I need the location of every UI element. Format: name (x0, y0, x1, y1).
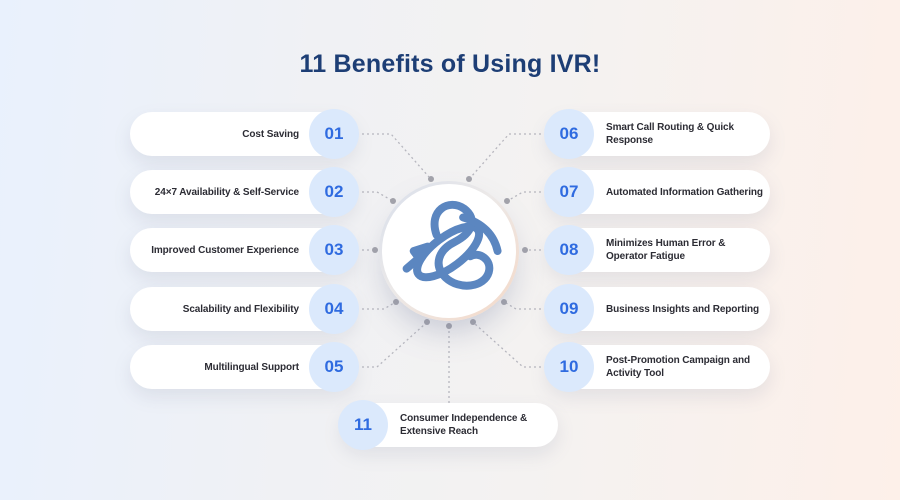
benefit-label: Automated Information Gathering (606, 186, 763, 198)
benefit-number: 09 (544, 284, 594, 334)
benefit-number: 08 (544, 225, 594, 275)
central-hub (379, 181, 519, 321)
ivr-knot-logo-icon (402, 200, 502, 290)
benefit-pill-06: 06 Smart Call Routing & Quick Response (544, 109, 770, 159)
benefit-pill-07: 07 Automated Information Gathering (544, 167, 770, 217)
benefit-label: Consumer Independence & Extensive Reach (400, 413, 528, 437)
benefit-number: 11 (338, 400, 388, 450)
central-hub-inner (382, 184, 516, 318)
benefit-pill-02: 24×7 Availability & Self-Service 02 (130, 167, 359, 217)
benefit-pill-09: 09 Business Insights and Reporting (544, 284, 770, 334)
benefit-number: 04 (309, 284, 359, 334)
benefit-number: 07 (544, 167, 594, 217)
benefit-label: Minimizes Human Error & Operator Fatigue (606, 238, 726, 262)
benefit-label: Scalability and Flexibility (182, 303, 299, 315)
benefit-number: 01 (309, 109, 359, 159)
benefit-number: 10 (544, 342, 594, 392)
benefit-label: Multilingual Support (204, 361, 299, 373)
benefit-number: 03 (309, 225, 359, 275)
page-title: 11 Benefits of Using IVR! (299, 50, 601, 78)
benefit-pill-04: Scalability and Flexibility 04 (130, 284, 359, 334)
benefit-pill-01: Cost Saving 01 (130, 109, 359, 159)
benefit-label: Business Insights and Reporting (606, 303, 760, 315)
benefit-number: 05 (309, 342, 359, 392)
benefit-label: Post-Promotion Campaign and Activity Too… (606, 355, 750, 379)
benefit-pill-11: 11 Consumer Independence & Extensive Rea… (338, 400, 558, 450)
benefit-label: 24×7 Availability & Self-Service (154, 186, 299, 198)
benefit-pill-03: Improved Customer Experience 03 (130, 225, 359, 275)
benefit-number: 02 (309, 167, 359, 217)
benefit-label: Improved Customer Experience (151, 244, 299, 256)
benefit-pill-08: 08 Minimizes Human Error & Operator Fati… (544, 225, 770, 275)
benefit-label: Cost Saving (242, 128, 299, 140)
benefit-pill-10: 10 Post-Promotion Campaign and Activity … (544, 342, 770, 392)
benefit-label: Smart Call Routing & Quick Response (606, 122, 734, 146)
benefit-number: 06 (544, 109, 594, 159)
benefit-pill-05: Multilingual Support 05 (130, 342, 359, 392)
